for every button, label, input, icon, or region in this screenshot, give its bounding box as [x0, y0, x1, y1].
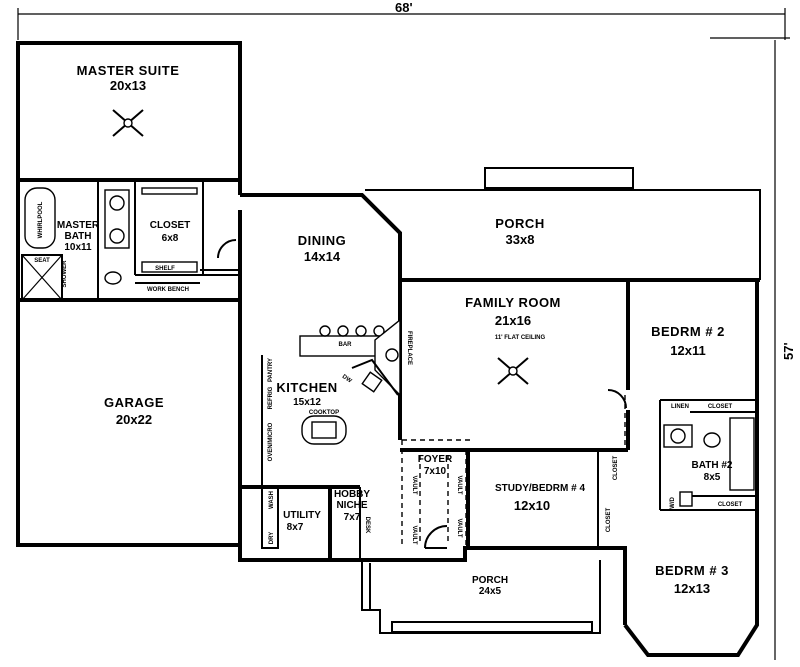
- overall-width-dimension: 68': [17, 0, 790, 40]
- garage-name: GARAGE: [104, 395, 164, 410]
- master-suite-name: MASTER SUITE: [77, 63, 180, 78]
- vault-label-left-upper: VAULT: [411, 475, 417, 494]
- foyer-name: FOYER: [418, 454, 453, 465]
- overall-width-label: 68': [395, 0, 413, 15]
- master-bath-size: 10x11: [64, 242, 92, 253]
- bedroom3-name: BEDRM # 3: [655, 563, 729, 578]
- bedroom2-name: BEDRM # 2: [651, 324, 725, 339]
- hobby-niche-name-1: HOBBY: [334, 489, 370, 500]
- dining-size: 14x14: [304, 249, 341, 264]
- rear-porch-size: 33x8: [506, 232, 535, 247]
- garage-size: 20x22: [116, 412, 152, 427]
- wash-label: WASH: [269, 491, 275, 509]
- study-closet-label: CLOSET: [606, 508, 612, 533]
- utility-name: UTILITY: [283, 510, 321, 521]
- ceiling-fan-master: [112, 109, 144, 137]
- fixture-labels: WHIRLPOOL SEAT SHOWER SHELF WORK BENCH B…: [34, 201, 742, 545]
- hobby-niche-name-2: NICHE: [336, 500, 367, 511]
- bath2-fixtures: [663, 417, 755, 507]
- room-labels: MASTER SUITE 20x13 MASTER BATH 10x11 CLO…: [57, 63, 733, 597]
- kitchen-size: 15x12: [293, 397, 321, 408]
- fireplace-label: FIREPLACE: [406, 331, 412, 365]
- study-name: STUDY/BEDRM # 4: [495, 483, 585, 494]
- master-closet-name: CLOSET: [150, 220, 191, 231]
- bedroom2-size: 12x11: [670, 343, 705, 358]
- exterior-walls: [16, 41, 760, 657]
- family-room-size: 21x16: [495, 313, 531, 328]
- family-room-name: FAMILY ROOM: [465, 295, 561, 310]
- desk-label: DESK: [364, 517, 370, 534]
- master-closet-size: 6x8: [162, 233, 179, 244]
- bath2-size: 8x5: [704, 472, 721, 483]
- dining-name: DINING: [298, 233, 347, 248]
- linen-label: LINEN: [671, 404, 689, 410]
- master-suite-size: 20x13: [110, 78, 146, 93]
- rear-porch-outline: [365, 167, 761, 280]
- rear-porch-name: PORCH: [495, 216, 544, 231]
- cooktop-label: COOKTOP: [309, 410, 339, 416]
- hall-closet-label: CLOSET: [613, 456, 619, 481]
- kitchen-name: KITCHEN: [276, 380, 337, 395]
- family-room-ceiling-note: 11' FLAT CEILING: [495, 335, 546, 341]
- seat-label: SEAT: [34, 258, 50, 264]
- master-bath-fixtures: [24, 187, 198, 285]
- vault-label-right-lower: VAULT: [456, 518, 462, 537]
- front-porch-name: PORCH: [472, 575, 508, 586]
- study-size: 12x10: [514, 498, 550, 513]
- front-porch-outline: [361, 525, 601, 634]
- dry-label: DRY: [269, 532, 275, 544]
- shower-label: SHOWER: [62, 260, 68, 288]
- overall-depth-dimension: 57': [774, 40, 796, 660]
- ceiling-fan-family: [497, 357, 529, 385]
- front-porch-size: 24x5: [479, 586, 502, 597]
- bath2-name: BATH #2: [692, 460, 733, 471]
- shelf-label: SHELF: [155, 266, 175, 272]
- wd-label: W/D: [670, 497, 676, 509]
- bedroom2-closet-label: CLOSET: [708, 404, 733, 410]
- oven-micro-label: OVEN/MICRO: [268, 422, 274, 461]
- dw-label: DW: [341, 374, 353, 385]
- master-bath-name-2: BATH: [64, 231, 91, 242]
- hobby-niche-size: 7x7: [344, 512, 361, 523]
- bedroom3-size: 12x13: [674, 581, 710, 596]
- vault-label-right-upper: VAULT: [456, 475, 462, 494]
- overall-depth-label: 57': [781, 342, 796, 360]
- kitchen-fixtures: [299, 318, 401, 445]
- bedroom3-closet-label: CLOSET: [718, 502, 743, 508]
- refrig-label: REFRIG: [268, 386, 274, 409]
- vault-label-left-lower: VAULT: [411, 525, 417, 544]
- work-bench-label: WORK BENCH: [147, 287, 189, 293]
- foyer-size: 7x10: [424, 466, 447, 477]
- master-bath-name-1: MASTER: [57, 220, 100, 231]
- utility-size: 8x7: [287, 522, 304, 533]
- whirlpool-label: WHIRLPOOL: [38, 201, 44, 238]
- door-swings: [217, 239, 627, 409]
- bar-label: BAR: [339, 342, 353, 348]
- interior-walls: [18, 178, 757, 560]
- vault-lines: [401, 395, 626, 545]
- pantry-label: PANTRY: [268, 358, 274, 382]
